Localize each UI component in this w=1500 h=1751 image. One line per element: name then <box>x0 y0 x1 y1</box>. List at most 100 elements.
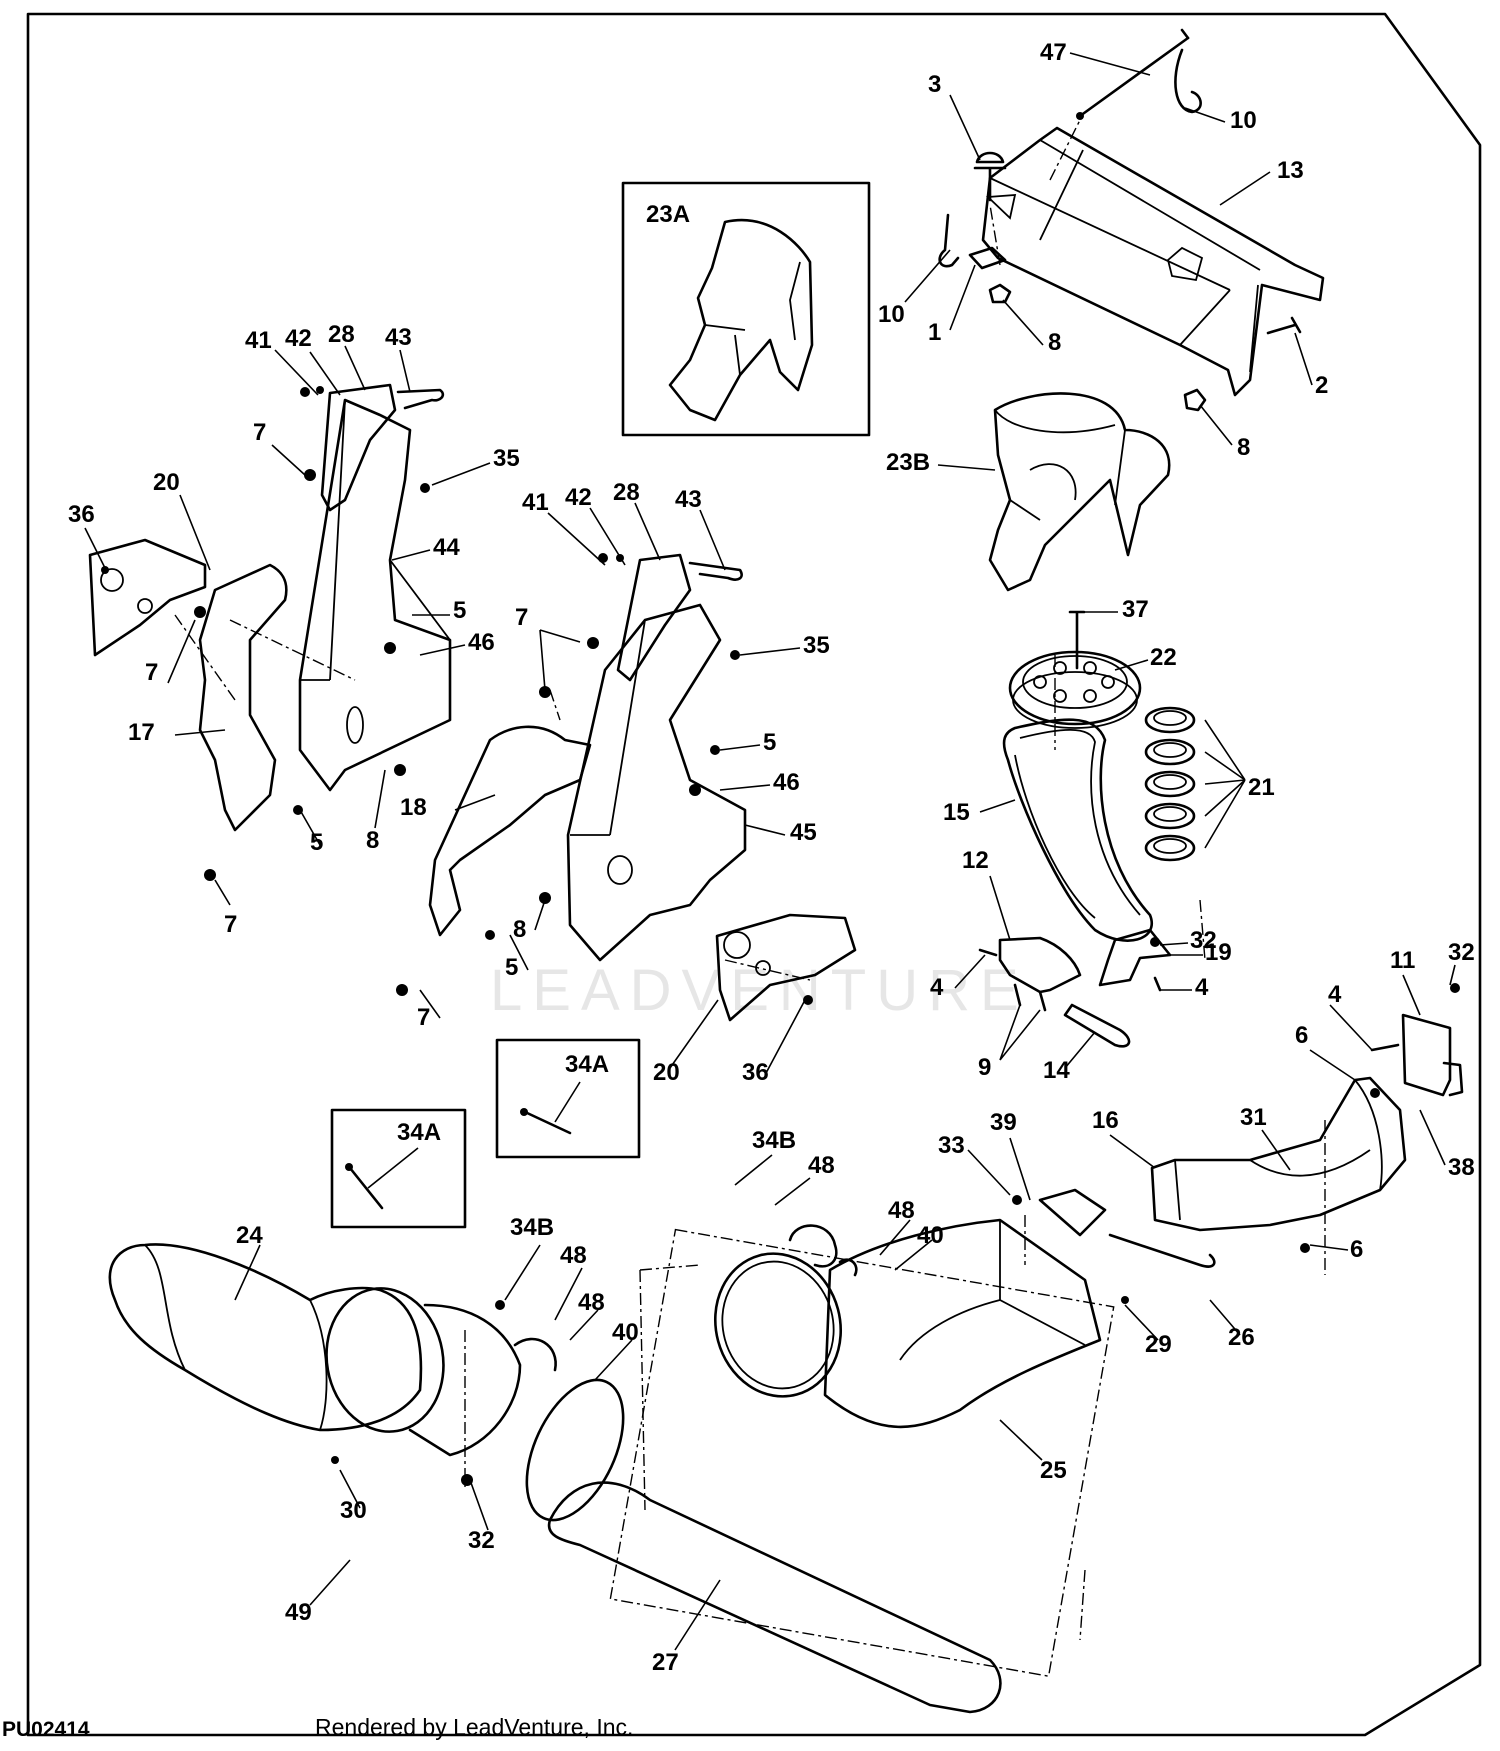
callout-14: 14 <box>1043 1057 1070 1084</box>
callout-27: 27 <box>652 1649 679 1676</box>
inset-34a-right: 34A <box>495 1038 641 1159</box>
callout-13: 13 <box>1277 157 1304 184</box>
callout-6: 6 <box>1350 1236 1363 1263</box>
callout-44: 44 <box>433 534 460 561</box>
arm-28-right[interactable] <box>616 553 692 682</box>
inset-34a-left-label: 34A <box>397 1119 441 1146</box>
bracket-18[interactable] <box>428 725 592 937</box>
callout-15: 15 <box>943 799 970 826</box>
inset-34a-left: 34A <box>330 1108 467 1229</box>
bolt-37[interactable] <box>1068 610 1086 670</box>
inset-23a-label: 23A <box>646 201 690 228</box>
plate-20-right[interactable] <box>715 913 857 1022</box>
flange-24[interactable] <box>315 1279 454 1441</box>
middle-bracket-group <box>428 553 857 1022</box>
callout-5: 5 <box>505 954 518 981</box>
callout-7: 7 <box>224 911 237 938</box>
callout-48: 48 <box>888 1197 915 1224</box>
plate-17[interactable] <box>198 563 288 832</box>
callout-4: 4 <box>1195 974 1209 1001</box>
callout-29: 29 <box>1145 1331 1172 1358</box>
callout-10: 10 <box>878 301 905 328</box>
bracket-44[interactable] <box>298 398 452 792</box>
clamp-40[interactable] <box>513 1337 557 1372</box>
callout-41: 41 <box>522 489 549 516</box>
inset-34a-right-label: 34A <box>565 1051 609 1078</box>
callout-6: 6 <box>1295 1022 1308 1049</box>
chute-24-group <box>108 1243 643 1535</box>
callout-45: 45 <box>790 819 817 846</box>
callout-1: 1 <box>928 319 941 346</box>
chute-24[interactable] <box>108 1243 423 1432</box>
callout-3: 3 <box>928 71 941 98</box>
callout-4: 4 <box>1328 981 1342 1008</box>
callout-26: 26 <box>1228 1324 1255 1351</box>
callout-2: 2 <box>1315 372 1328 399</box>
render-credit: Rendered by LeadVenture, Inc. <box>315 1714 634 1740</box>
callout-36: 36 <box>742 1059 769 1086</box>
callout-48: 48 <box>808 1152 835 1179</box>
link-14[interactable] <box>1063 1003 1131 1048</box>
frame-13[interactable] <box>981 126 1325 397</box>
bracket-12[interactable] <box>998 936 1082 994</box>
figure-code: PU02414 <box>2 1718 90 1741</box>
ring-49[interactable] <box>507 1365 643 1535</box>
bracket-45[interactable] <box>566 603 747 962</box>
alignment-lines <box>174 119 1326 1490</box>
leader-lines <box>84 52 1456 1651</box>
callout-32: 32 <box>1190 927 1217 954</box>
callout-23b: 23B <box>886 449 930 476</box>
chute-16[interactable] <box>1150 1076 1407 1232</box>
arm-28-left[interactable] <box>320 383 397 512</box>
plate-11[interactable] <box>1401 1013 1452 1097</box>
hook-43-left[interactable] <box>396 388 445 410</box>
callout-11: 11 <box>1390 947 1415 974</box>
callout-49: 49 <box>285 1599 312 1626</box>
callout-21: 21 <box>1248 774 1275 801</box>
callout-20: 20 <box>653 1059 680 1086</box>
callout-46: 46 <box>468 629 495 656</box>
callout-48: 48 <box>560 1242 587 1269</box>
callout-43: 43 <box>675 486 702 513</box>
belt-15[interactable] <box>1002 718 1153 942</box>
callout-34b: 34B <box>752 1127 796 1154</box>
callout-20: 20 <box>153 469 180 496</box>
callout-31: 31 <box>1240 1104 1267 1131</box>
fasteners <box>101 386 1460 1486</box>
callout-30: 30 <box>340 1497 367 1524</box>
clamp-48[interactable] <box>788 1224 838 1268</box>
callout-5: 5 <box>763 729 776 756</box>
callout-22: 22 <box>1150 644 1177 671</box>
callout-8: 8 <box>513 916 526 943</box>
callout-16: 16 <box>1092 1107 1119 1134</box>
chute-25[interactable] <box>823 1218 1102 1429</box>
callout-39: 39 <box>990 1109 1017 1136</box>
clamp-ring-25[interactable] <box>699 1239 856 1410</box>
callout-47: 47 <box>1040 39 1067 66</box>
callout-8: 8 <box>366 827 379 854</box>
tensioner-group <box>978 928 1464 1097</box>
callout-34b: 34B <box>510 1214 554 1241</box>
callout-36: 36 <box>68 501 95 528</box>
chute-deflector-23a[interactable] <box>668 218 814 422</box>
pulley-22[interactable] <box>1008 650 1142 726</box>
tube-27[interactable] <box>547 1481 1002 1714</box>
rod-26[interactable] <box>1108 1233 1216 1268</box>
rod-47[interactable] <box>1078 36 1190 118</box>
plate-20-left[interactable] <box>88 538 207 657</box>
bracket-19[interactable] <box>1098 928 1172 987</box>
callout-42: 42 <box>565 484 592 511</box>
callout-7: 7 <box>417 1004 430 1031</box>
chute-23b[interactable] <box>988 392 1171 592</box>
callout-28: 28 <box>328 321 355 348</box>
callout-48: 48 <box>578 1289 605 1316</box>
callout-5: 5 <box>453 597 466 624</box>
spacer-stack-21[interactable] <box>1144 706 1196 862</box>
callout-10: 10 <box>1230 107 1257 134</box>
callout-7: 7 <box>515 604 528 631</box>
callout-12: 12 <box>962 847 989 874</box>
hook-43-right[interactable] <box>688 561 743 581</box>
callout-42: 42 <box>285 325 312 352</box>
drawing-border <box>26 12 1482 1737</box>
callout-32: 32 <box>468 1527 495 1554</box>
